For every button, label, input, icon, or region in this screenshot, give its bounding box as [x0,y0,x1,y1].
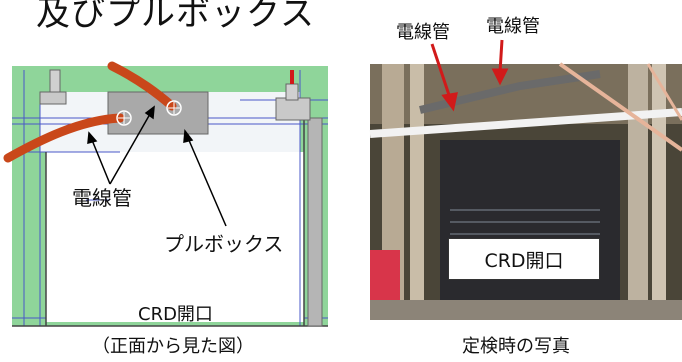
conduit-pipe-long [3,113,125,163]
drawing-pullbox-label: プルボックス [164,232,284,256]
drawing-conduit-label: 電線管 [72,186,132,210]
conduit-pipe-short [107,61,177,111]
conduit-end-1 [116,110,132,126]
right-support-column [307,117,323,327]
photo-caption: 定検時の写真 [462,336,570,357]
pullbox-arrow [187,137,227,227]
photo-conduit-arrow-left [430,43,452,99]
conduit-end-2 [166,100,182,116]
photo-conduit-arrow-right [498,39,504,73]
photo-conduit-label-left: 電線管 [396,22,450,43]
photo-conduit-label-right: 電線管 [486,16,540,37]
photo-opening-label: CRD開口 [448,238,600,280]
drawing-caption: （正面から見た図） [92,336,254,357]
conduit-arrow-1 [91,139,111,185]
drawing-opening-area [46,152,304,322]
drawing-opening-label: CRD開口 [138,304,213,325]
conduit-arrow-2 [109,113,151,185]
page-title: 及びプルボックス [36,0,315,34]
